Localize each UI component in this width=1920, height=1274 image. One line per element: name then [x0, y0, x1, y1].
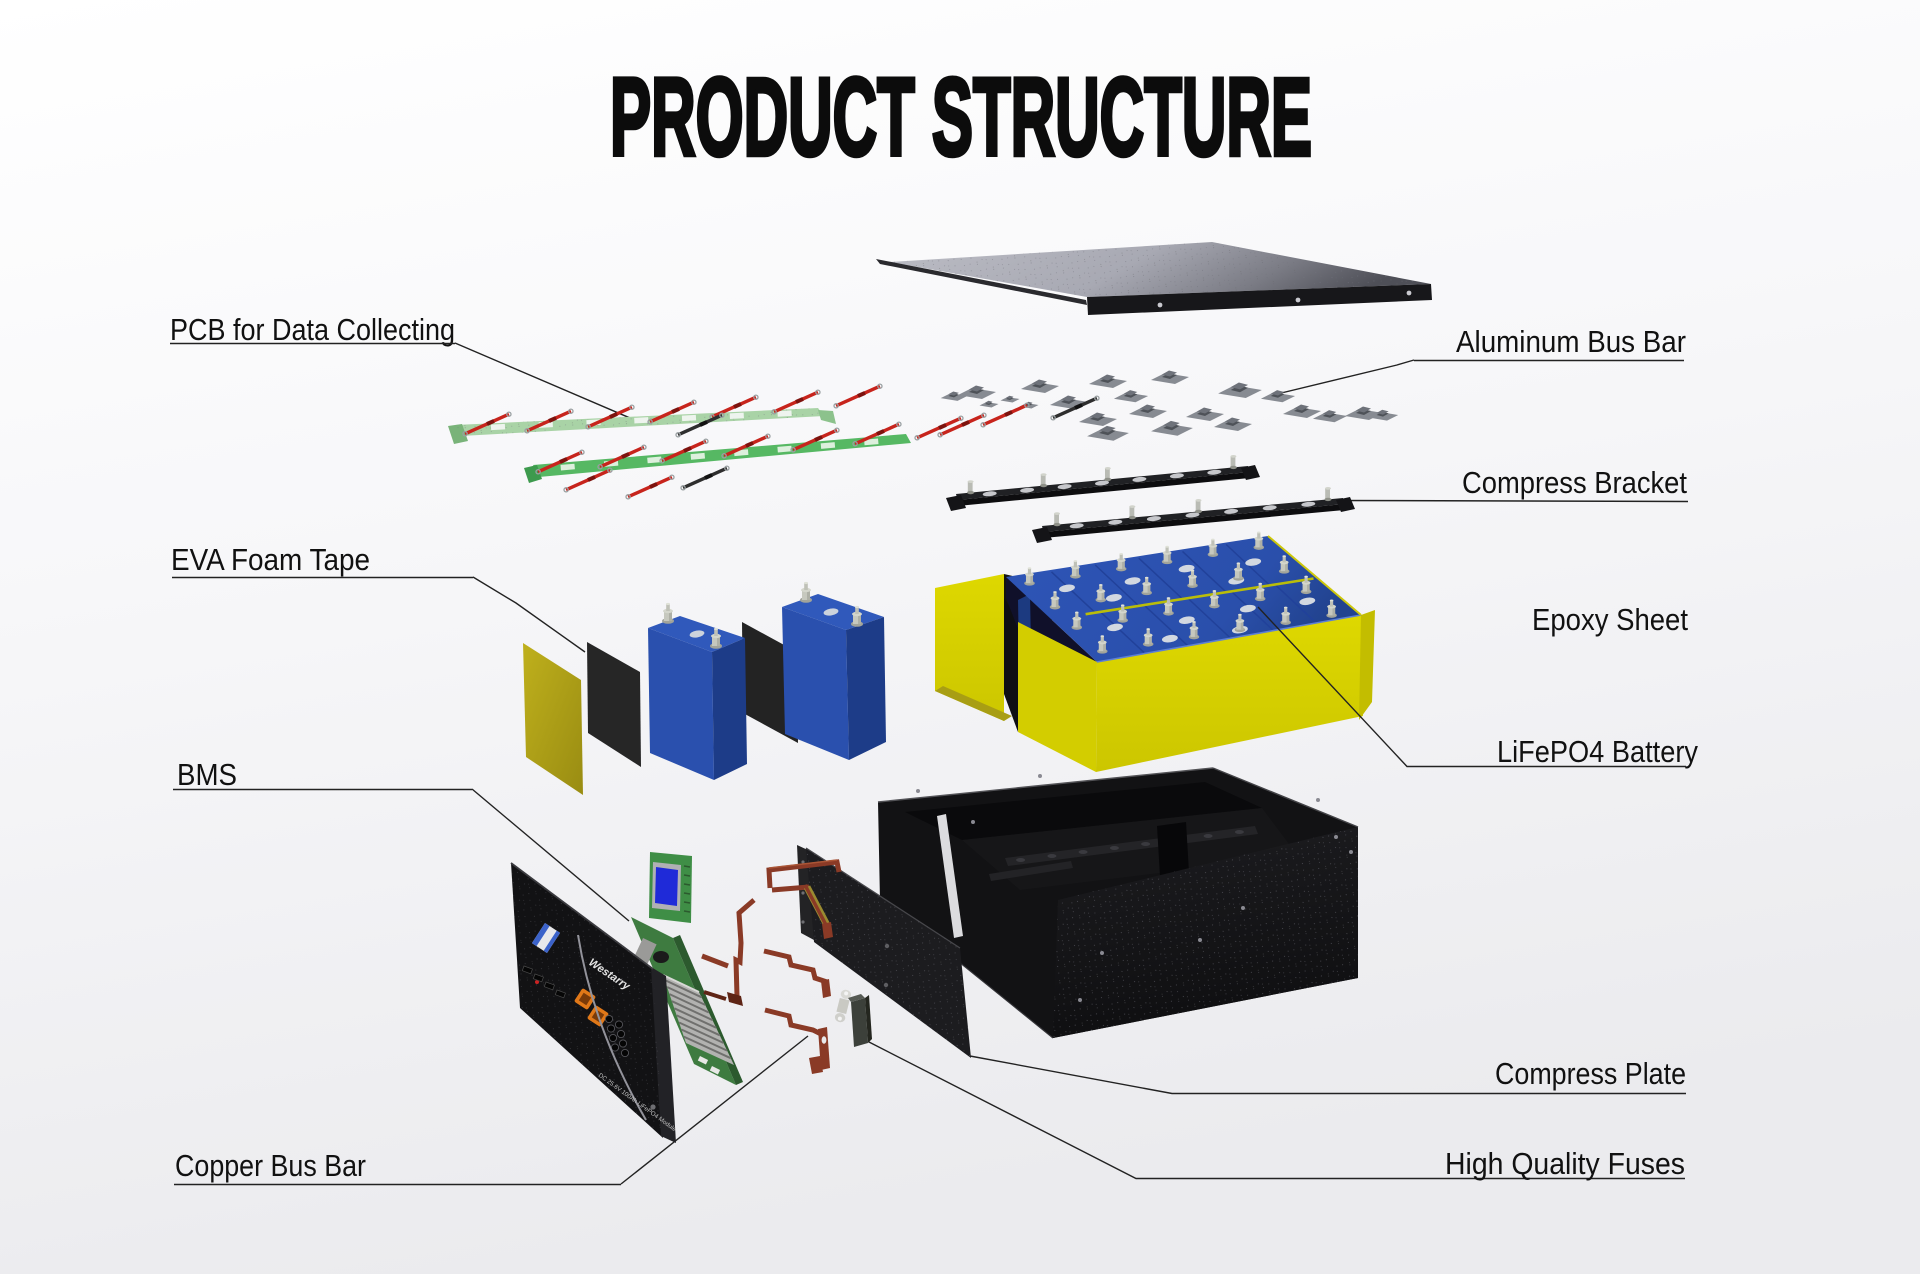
svg-text:PCB for Data Collecting: PCB for Data Collecting	[170, 312, 455, 347]
svg-text:Epoxy Sheet: Epoxy Sheet	[1532, 602, 1688, 637]
svg-text:PRODUCT STRUCTURE: PRODUCT STRUCTURE	[610, 56, 1312, 179]
svg-text:LiFePO4 Battery: LiFePO4 Battery	[1497, 734, 1698, 769]
svg-text:High Quality Fuses: High Quality Fuses	[1445, 1146, 1685, 1181]
svg-text:Aluminum Bus Bar: Aluminum Bus Bar	[1456, 324, 1686, 359]
svg-text:Copper Bus Bar: Copper Bus Bar	[175, 1148, 366, 1183]
svg-text:BMS: BMS	[177, 757, 237, 792]
svg-text:Compress Plate: Compress Plate	[1495, 1056, 1686, 1091]
svg-text:EVA Foam Tape: EVA Foam Tape	[171, 542, 370, 577]
svg-text:Compress Bracket: Compress Bracket	[1462, 465, 1687, 500]
